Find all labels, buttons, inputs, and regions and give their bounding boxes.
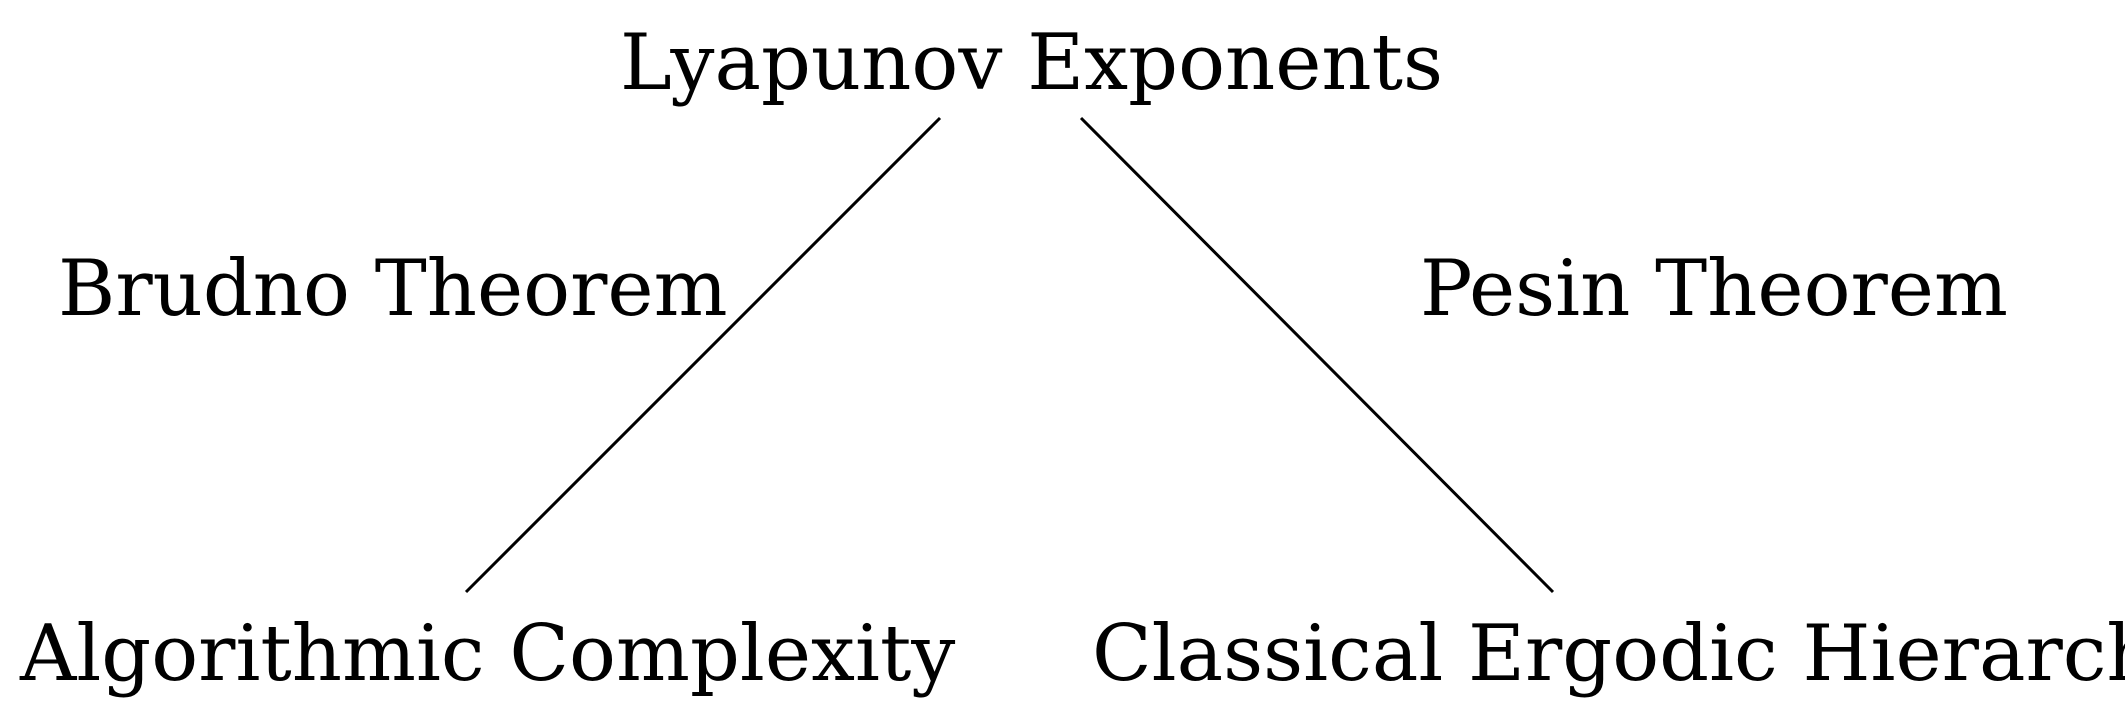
node-lyapunov-exponents: Lyapunov Exponents — [620, 18, 1444, 108]
edge-label-brudno-theorem: Brudno Theorem — [58, 244, 728, 334]
node-classical-ergodic-hierarchy: Classical Ergodic Hierarchy — [1092, 609, 2125, 699]
edge-lyapunov-to-ergodic-hierarchy — [1079, 116, 1555, 594]
node-algorithmic-complexity: Algorithmic Complexity — [20, 609, 956, 699]
edge-lyapunov-to-algorithmic-complexity — [464, 116, 942, 594]
edge-label-pesin-theorem: Pesin Theorem — [1420, 244, 2008, 334]
